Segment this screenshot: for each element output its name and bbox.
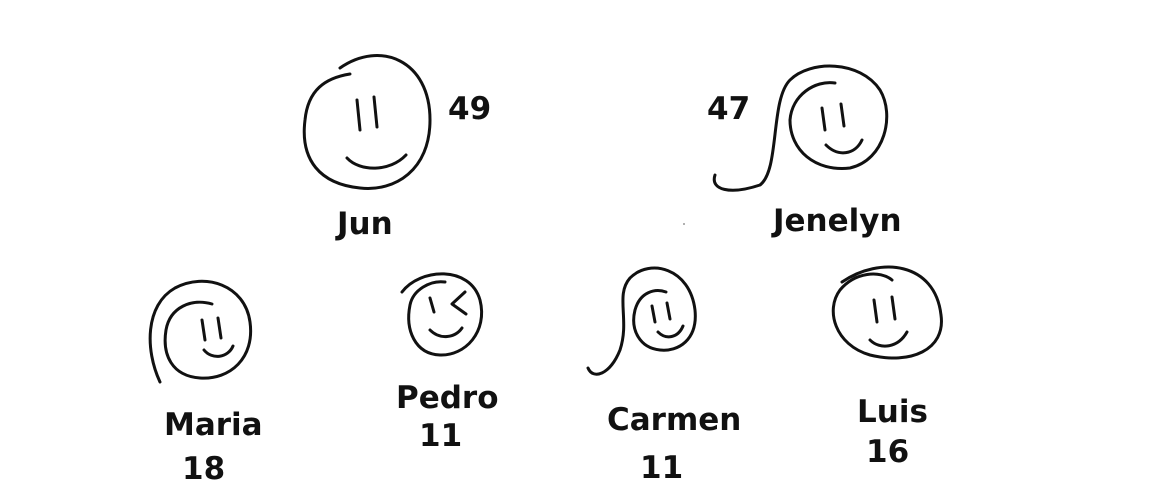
jenelyn-name: Jenelyn <box>773 203 902 239</box>
carmen-age: 11 <box>640 450 684 486</box>
stray-dot <box>683 223 685 225</box>
luis-age: 16 <box>866 434 910 470</box>
pedro-name: Pedro <box>396 380 499 416</box>
carmen-name: Carmen <box>607 402 742 438</box>
maria-name: Maria <box>164 407 263 443</box>
maria-face-icon <box>148 279 253 384</box>
luis-name: Luis <box>857 394 928 430</box>
luis-face-icon <box>831 265 943 360</box>
jun-face-icon <box>302 54 432 190</box>
jenelyn-age: 47 <box>707 91 751 127</box>
pedro-face-icon <box>400 272 483 357</box>
jun-age: 49 <box>448 91 492 127</box>
pedro-age: 11 <box>419 418 463 454</box>
maria-age: 18 <box>182 451 226 487</box>
carmen-face-icon <box>586 266 697 376</box>
jenelyn-face-icon <box>712 64 889 192</box>
jun-name: Jun <box>337 206 393 242</box>
